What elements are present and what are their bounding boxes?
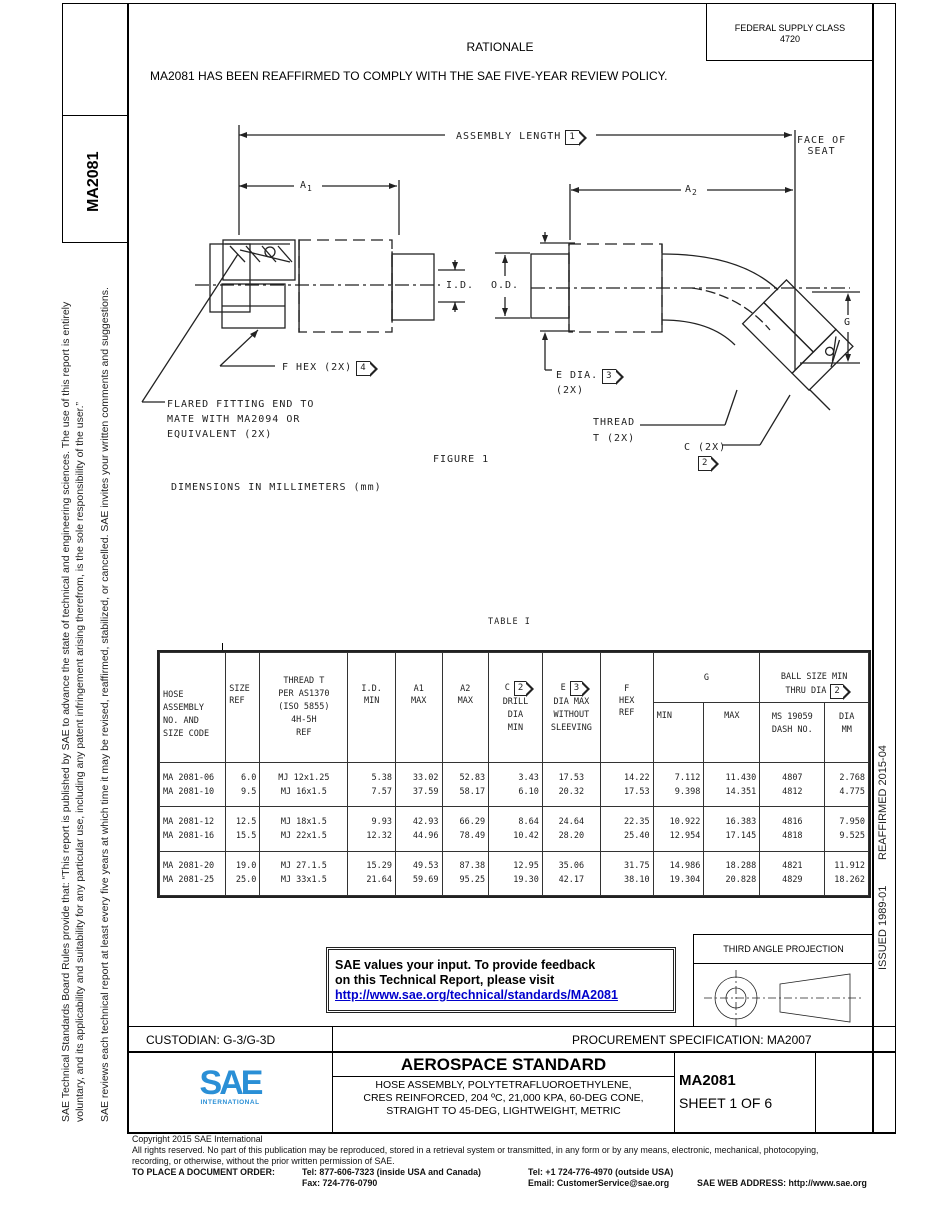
note-flag-icon: 2 <box>513 680 535 697</box>
web-address[interactable]: SAE WEB ADDRESS: http://www.sae.org <box>697 1178 867 1188</box>
custodian-divider <box>332 1026 333 1133</box>
federal-supply-class-box: FEDERAL SUPPLY CLASS 4720 <box>706 3 873 61</box>
fax: Fax: 724-776-0790 <box>302 1178 378 1188</box>
dimensions-units: DIMENSIONS IN MILLIMETERS (mm) <box>171 482 382 493</box>
procurement-spec: PROCUREMENT SPECIFICATION: MA2007 <box>572 1033 812 1047</box>
note-flag-icon: 4 <box>356 360 379 377</box>
a2-label: A2 <box>685 184 698 197</box>
third-angle-projection-box: THIRD ANGLE PROJECTION <box>693 934 873 1027</box>
sidebar-doc-number: MA2081 <box>85 151 102 212</box>
thread-label: THREAD T (2X) <box>593 417 636 444</box>
note-flag-icon: 1 <box>565 129 588 146</box>
sae-logo-mark: SAE <box>199 1064 264 1102</box>
frame-left-inner <box>127 3 129 1133</box>
footer: Copyright 2015 SAE International All rig… <box>132 1134 892 1189</box>
note-flag-icon: 3 <box>602 368 625 385</box>
title-block-top <box>127 1026 896 1027</box>
rationale-title: RATIONALE <box>466 40 534 54</box>
frame-bottom <box>127 1132 896 1134</box>
sae-logo-sub: INTERNATIONAL <box>200 1099 260 1106</box>
col-header-id: I.D.MIN <box>347 652 396 763</box>
copyright: Copyright 2015 SAE International <box>132 1134 263 1144</box>
table-top-rule <box>222 643 223 653</box>
e-dia-label: E DIA.3 (2X) <box>556 368 625 398</box>
sidebar-rules-line1: SAE Technical Standards Board Rules prov… <box>60 301 72 1122</box>
sae-logo: SAE INTERNATIONAL <box>130 1055 330 1130</box>
standard-type: AEROSPACE STANDARD <box>400 1055 607 1074</box>
title-doc-number: MA2081 <box>679 1072 736 1089</box>
frame-left-outer <box>62 3 63 115</box>
note-flag-icon: 2 <box>830 683 852 700</box>
sidebar-rules-line2: voluntary, and its applicability and sui… <box>74 401 86 1122</box>
feedback-line1: SAE values your input. To provide feedba… <box>335 958 596 972</box>
issued-date: ISSUED 1989-01 <box>877 885 889 970</box>
sidebar-review-line: SAE reviews each technical report at lea… <box>99 287 111 1122</box>
figure-caption: FIGURE 1 <box>433 454 490 465</box>
face-of-seat-label: FACE OF SEAT <box>797 135 847 157</box>
reaffirmed-date: REAFFIRMED 2015-04 <box>877 745 889 860</box>
a1-label: A1 <box>300 180 313 193</box>
note-flag-icon: 2 <box>698 455 721 472</box>
sheet-divider <box>815 1052 816 1133</box>
col-header-g-max: MAX <box>703 702 761 763</box>
col-header-g-min: MIN <box>652 702 705 763</box>
od-label: O.D. <box>491 280 520 291</box>
email[interactable]: Email: CustomerService@sae.org <box>528 1178 670 1188</box>
sidebar-doc-number-box: MA2081 <box>62 115 128 243</box>
frame-right-inner <box>872 3 874 1133</box>
f-hex-label: F HEX (2X)4 <box>282 360 379 377</box>
c-label: C (2X) 2 <box>684 440 726 472</box>
projection-symbol-icon <box>704 970 864 1026</box>
feedback-line2: on this Technical Report, please visit <box>335 973 555 987</box>
rationale-text: MA2081 HAS BEEN REAFFIRMED TO COMPLY WIT… <box>150 69 668 83</box>
id-label: I.D. <box>446 280 475 291</box>
rights-1: All rights reserved. No part of this pub… <box>132 1145 819 1155</box>
order-label: TO PLACE A DOCUMENT ORDER: <box>132 1167 275 1177</box>
tel-intl: Tel: +1 724-776-4970 (outside USA) <box>528 1167 674 1177</box>
frame-right-outer <box>895 3 896 1133</box>
tel-us: Tel: 877-606-7323 (inside USA and Canada… <box>302 1167 481 1177</box>
table-title: TABLE I <box>488 617 531 627</box>
feedback-box: SAE values your input. To provide feedba… <box>326 947 676 1013</box>
col-header-g: G <box>652 652 761 703</box>
note-flag-icon: 3 <box>569 680 591 697</box>
rights-2: recording, or otherwise, without the pri… <box>132 1156 395 1166</box>
frame-top <box>62 3 896 4</box>
standard-type-rule <box>333 1076 674 1077</box>
federal-supply-class-value: 4720 <box>779 34 801 44</box>
desc-divider <box>674 1052 675 1133</box>
title-block-mid <box>127 1051 896 1053</box>
federal-supply-class-label: FEDERAL SUPPLY CLASS <box>734 23 846 33</box>
g-label: G <box>844 317 852 328</box>
feedback-link[interactable]: http://www.sae.org/technical/standards/M… <box>335 988 618 1002</box>
sheet-number: SHEET 1 OF 6 <box>679 1095 773 1111</box>
projection-label: THIRD ANGLE PROJECTION <box>694 935 873 964</box>
figure-1-drawing <box>141 125 860 446</box>
standard-description: HOSE ASSEMBLY, POLYTETRAFLUOROETHYLENE, … <box>363 1079 644 1117</box>
custodian: CUSTODIAN: G-3/G-3D <box>146 1033 276 1047</box>
flared-fitting-label: FLARED FITTING END TO MATE WITH MA2094 O… <box>167 399 315 440</box>
